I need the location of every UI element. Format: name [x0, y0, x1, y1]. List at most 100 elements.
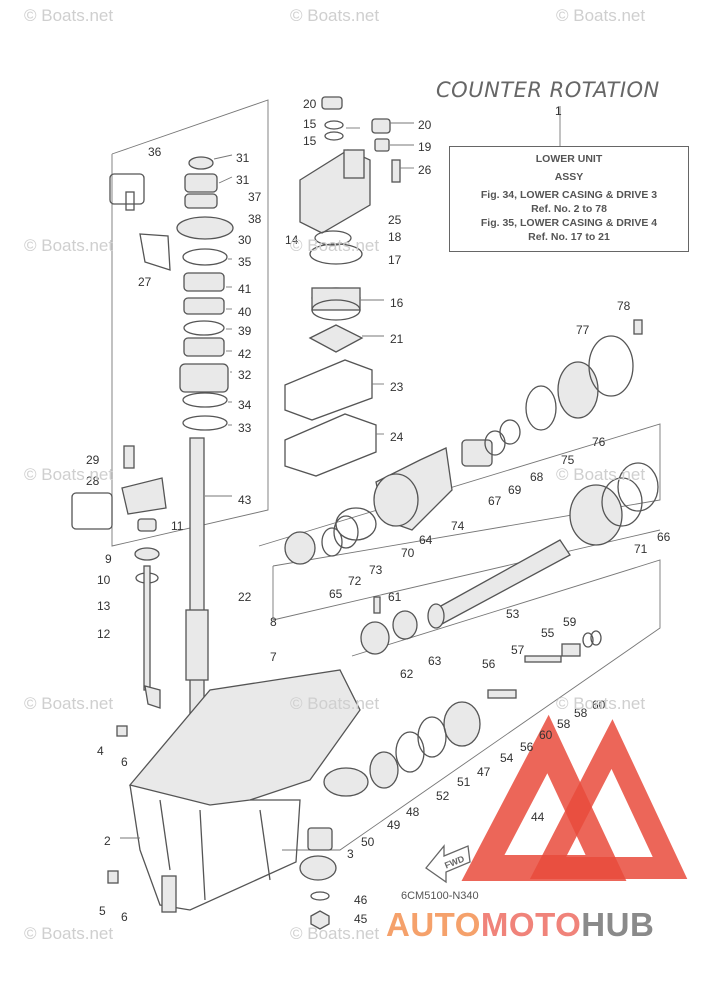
callout-label: 12: [97, 627, 111, 641]
callout-label: 66: [657, 530, 671, 544]
callout-label: 77: [576, 323, 590, 337]
callout-label: 11: [171, 519, 184, 533]
callout-label: 74: [451, 519, 465, 533]
callout-label: 64: [419, 533, 433, 547]
callout-label: 47: [477, 765, 491, 779]
pinion-gear-assembly: [299, 767, 369, 930]
callout-label: 36: [148, 145, 162, 159]
callout-label: 32: [238, 368, 252, 382]
legend-line-3: Fig. 34, LOWER CASING & DRIVE 3: [480, 189, 658, 201]
drive-shaft-assembly: [109, 156, 234, 729]
brand-part-auto: AUTO: [386, 906, 481, 943]
callout-label: 35: [238, 255, 252, 269]
callout-label: 46: [354, 893, 368, 907]
callout-label: 20: [303, 97, 317, 111]
callout-label: 15: [303, 134, 317, 148]
brand-logo-mark: [461, 714, 688, 881]
callout-label: 52: [436, 789, 450, 803]
callout-label: 20: [418, 118, 432, 132]
callout-label: 68: [530, 470, 544, 484]
assembly-legend-box: LOWER UNIT ASSY Fig. 34, LOWER CASING & …: [449, 146, 689, 252]
callout-label: 37: [248, 190, 262, 204]
callout-label: 78: [617, 299, 631, 313]
diagram-code: 6CM5100-N340: [401, 890, 479, 902]
callout-label: 70: [401, 546, 415, 560]
callout-label: 38: [248, 212, 262, 226]
callout-label: 34: [238, 398, 252, 412]
callout-label: 28: [86, 474, 100, 488]
legend-line-2: ASSY: [554, 171, 584, 183]
callout-label: 23: [390, 380, 404, 394]
callout-label: 60: [592, 698, 606, 712]
callout-label: 31: [236, 173, 250, 187]
callout-label: 16: [390, 296, 404, 310]
callout-label: 2: [104, 834, 111, 848]
brand-part-moto: MOTO: [480, 906, 582, 943]
callout-label: 13: [97, 599, 111, 613]
callout-label: 6: [121, 910, 128, 924]
callout-label: 67: [488, 494, 502, 508]
callout-label: 22: [238, 590, 252, 604]
propeller-shaft-assembly: [284, 319, 659, 789]
callout-label: 63: [428, 654, 442, 668]
callout-label: 60: [539, 728, 553, 742]
callout-label: 15: [303, 117, 317, 131]
callout-label: 14: [285, 233, 299, 247]
callout-label: 19: [418, 140, 432, 154]
callout-label: 45: [354, 912, 368, 926]
callout-label: 61: [388, 590, 402, 604]
callout-label: 27: [138, 275, 152, 289]
callout-label: 43: [238, 493, 252, 507]
callout-label: 17: [388, 253, 402, 267]
callout-label: 62: [400, 667, 414, 681]
shift-rod-assembly: [71, 445, 167, 709]
leader-lines: [120, 122, 414, 839]
callout-label: 4: [97, 744, 104, 758]
callout-label: 39: [238, 324, 252, 338]
callout-label: 33: [238, 421, 252, 435]
watermark: © Boats.net: [24, 236, 114, 255]
callout-label: 56: [520, 740, 534, 754]
legend-line-4: Ref. No. 2 to 78: [531, 203, 607, 215]
watermark: © Boats.net: [24, 6, 114, 25]
brand-wordmark: AUTOMOTOHUB: [386, 906, 654, 944]
callout-label: 26: [418, 163, 432, 177]
fwd-arrow: FWD: [425, 844, 471, 884]
callout-label: 31: [236, 151, 250, 165]
callout-label: 25: [388, 213, 402, 227]
watermark: © Boats.net: [24, 694, 114, 713]
callout-label: 48: [406, 805, 420, 819]
callout-label: 72: [348, 574, 362, 588]
callout-label: 59: [563, 615, 577, 629]
watermark: © Boats.net: [24, 465, 114, 484]
callout-label: 69: [508, 483, 522, 497]
watermark: © Boats.net: [24, 924, 114, 943]
callout-label: 24: [390, 430, 404, 444]
diagram-title: COUNTER ROTATION: [436, 78, 660, 102]
callout-label: 8: [270, 615, 277, 629]
callout-assembly-number: 1: [555, 104, 562, 118]
callout-label: 51: [457, 775, 471, 789]
brand-part-hub: HUB: [581, 906, 655, 943]
callout-label: 40: [238, 305, 252, 319]
callout-label: 29: [86, 453, 100, 467]
callout-label: 6: [121, 755, 128, 769]
callout-label: 7: [270, 650, 277, 664]
callout-label: 57: [511, 643, 525, 657]
callout-label: 73: [369, 563, 383, 577]
callout-label: 3: [347, 847, 354, 861]
watermark: © Boats.net: [290, 694, 380, 713]
callout-label: 9: [105, 552, 112, 566]
legend-line-6: Ref. No. 17 to 21: [528, 231, 610, 243]
callout-label: 10: [97, 573, 111, 587]
legend-line-5: Fig. 35, LOWER CASING & DRIVE 4: [480, 217, 658, 229]
callout-label: 41: [238, 282, 252, 296]
callout-label: 21: [390, 332, 404, 346]
callout-label: 5: [99, 904, 106, 918]
callout-label: 49: [387, 818, 401, 832]
callout-label: 54: [500, 751, 514, 765]
legend-line-1: LOWER UNIT: [535, 153, 603, 165]
callout-label: 42: [238, 347, 252, 361]
callout-label: 76: [592, 435, 606, 449]
